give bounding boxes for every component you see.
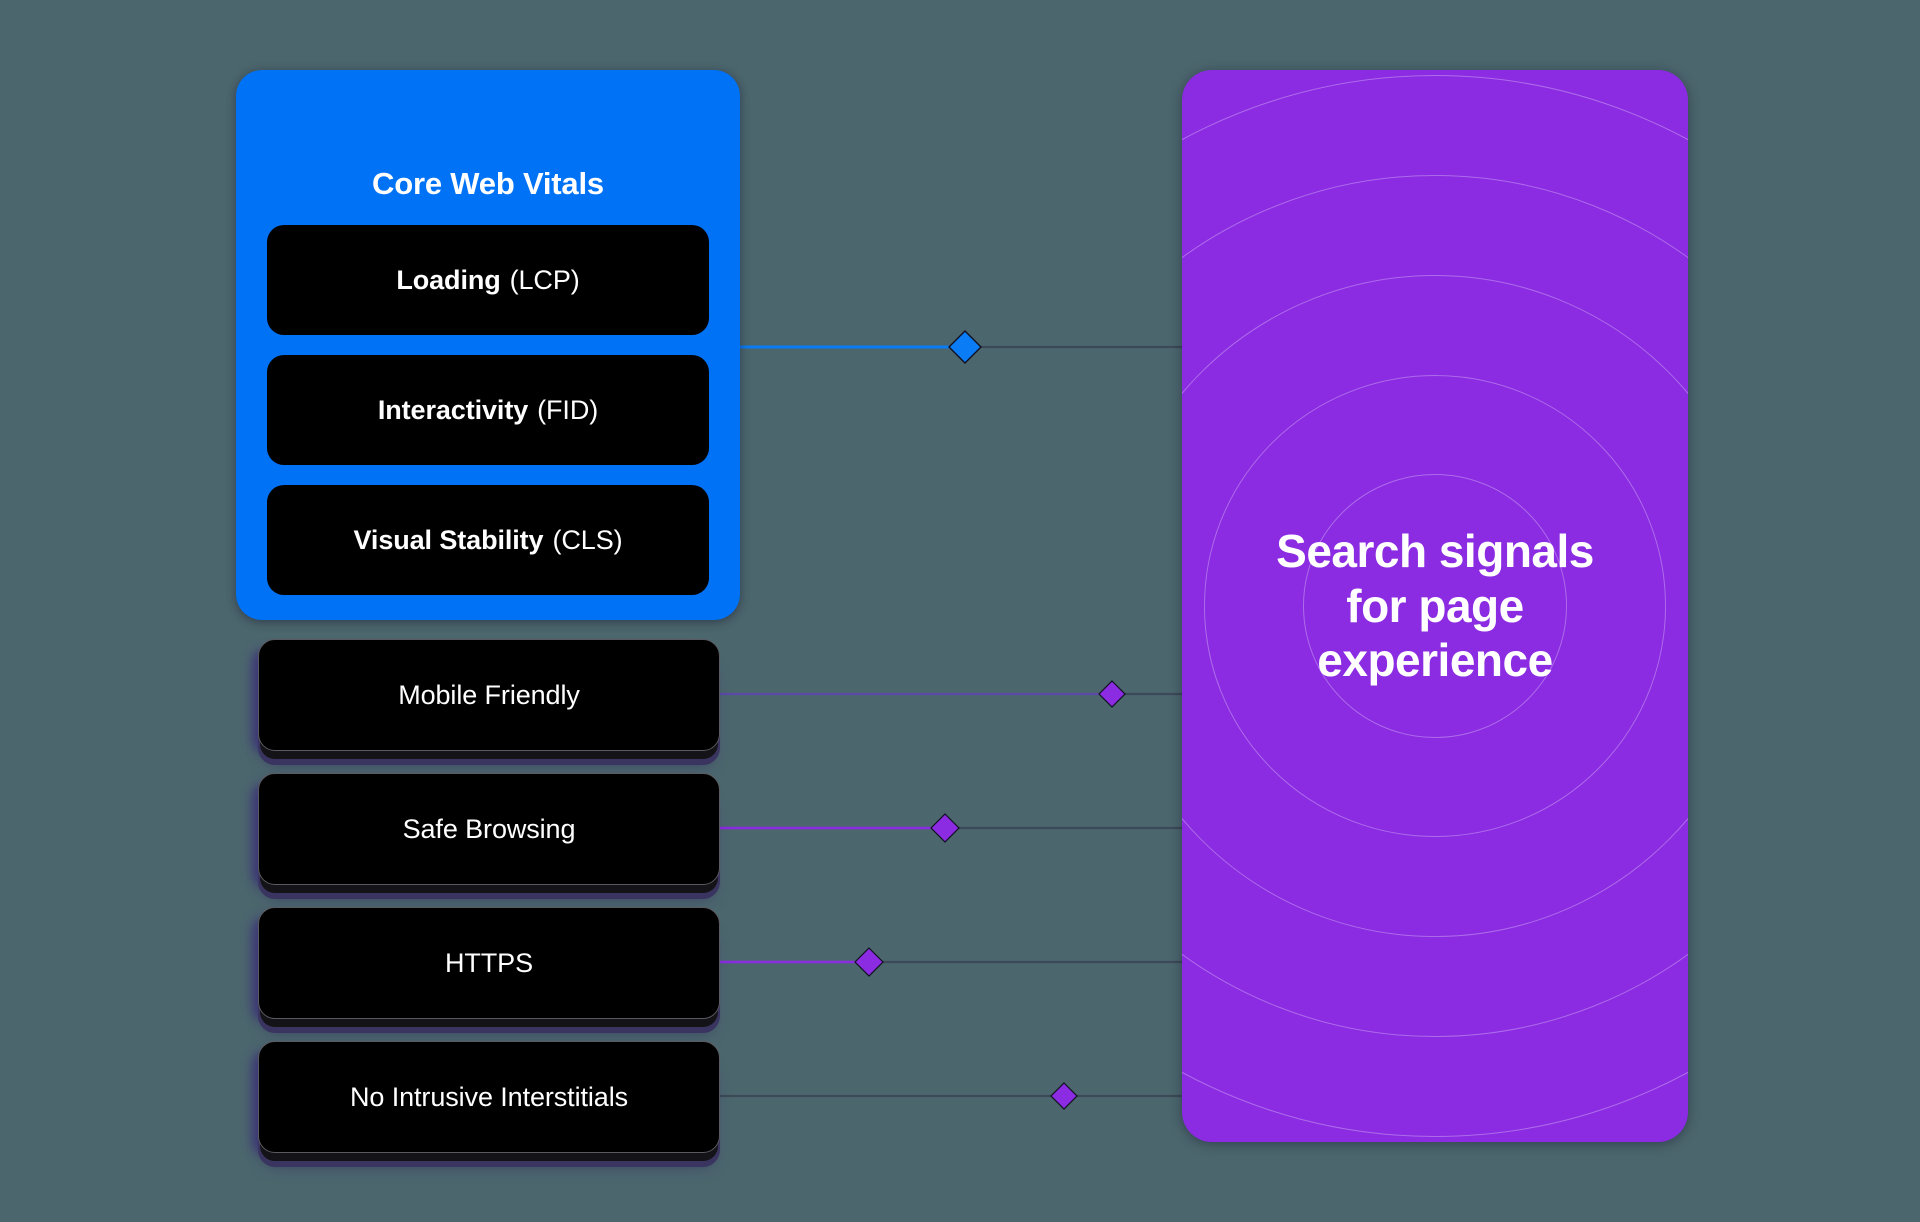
ring-outer-2 [1182, 275, 1688, 937]
signal-card-label: Mobile Friendly [398, 679, 580, 710]
core-web-vitals-panel[interactable]: Core Web Vitals Loading (LCP) Interactiv… [236, 70, 740, 620]
search-signals-line-3: experience [1317, 634, 1553, 687]
connector-mobile-friendly [718, 680, 1182, 708]
signal-card-safe-browsing[interactable]: Safe Browsing [258, 773, 720, 885]
ring-inner [1303, 474, 1567, 738]
metric-card-interactivity[interactable]: Interactivity (FID) [267, 355, 709, 465]
metric-abbr: (FID) [537, 394, 599, 425]
metric-card-loading[interactable]: Loading (LCP) [267, 225, 709, 335]
metric-card-visual-stability[interactable]: Visual Stability (CLS) [267, 485, 709, 595]
connector-marker-diamond [1098, 680, 1126, 708]
connector-marker-diamond [1050, 1082, 1078, 1110]
metric-label: Visual Stability [353, 524, 544, 555]
metric-abbr: (LCP) [509, 264, 580, 295]
search-signals-text: Search signals for page experience [1182, 524, 1688, 688]
core-web-vitals-list: Loading (LCP) Interactivity (FID) Visual… [267, 225, 709, 595]
connector-no-intrusive-interstitials [718, 1082, 1182, 1110]
signal-card-label: HTTPS [444, 947, 533, 978]
signal-card-no-intrusive-interstitials[interactable]: No Intrusive Interstitials [258, 1041, 720, 1153]
connector-https [718, 947, 1182, 977]
connector-marker-diamond [948, 330, 982, 364]
signal-card-mobile-friendly[interactable]: Mobile Friendly [258, 639, 720, 751]
core-web-vitals-title: Core Web Vitals [372, 166, 604, 201]
search-signals-panel[interactable]: Search signals for page experience [1182, 70, 1688, 1142]
ring-outer-3 [1182, 175, 1688, 1037]
signal-card-label: Safe Browsing [402, 813, 576, 844]
signal-card-https[interactable]: HTTPS [258, 907, 720, 1019]
metric-label: Loading [396, 264, 501, 295]
search-signals-line-1: Search signals [1276, 524, 1594, 577]
search-signals-line-2: for page [1346, 579, 1524, 632]
connector-marker-diamond [854, 947, 884, 977]
connector-safe-browsing [718, 813, 1182, 843]
ring-outer-1 [1204, 375, 1666, 837]
connector-marker-diamond [930, 813, 960, 843]
ring-outer-4 [1182, 75, 1688, 1137]
metric-abbr: (CLS) [552, 524, 623, 555]
signal-card-label: No Intrusive Interstitials [350, 1081, 628, 1112]
connector-core-web-vitals [740, 330, 1182, 364]
metric-label: Interactivity [377, 394, 529, 425]
